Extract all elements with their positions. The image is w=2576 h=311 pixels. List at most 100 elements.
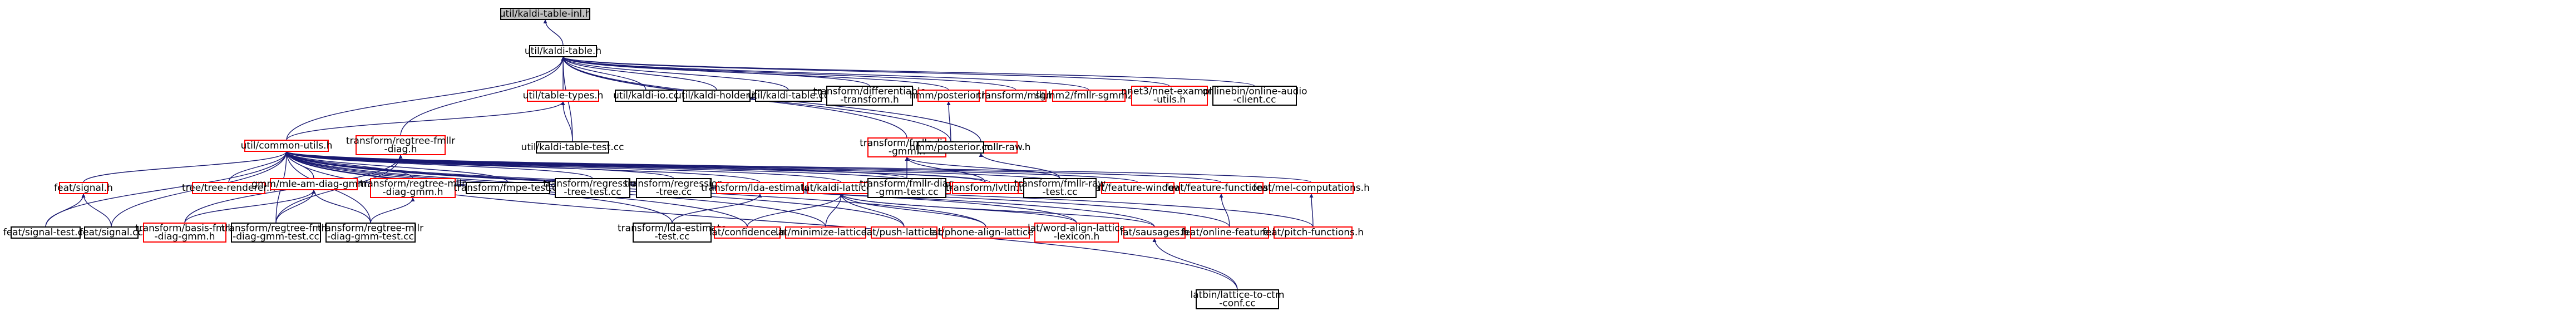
node-label: transform/regression: [624, 179, 723, 190]
node-label: util/kaldi-io.cc: [613, 90, 679, 101]
dependency-edge: [825, 193, 843, 228]
file-node-kio[interactable]: util/kaldi-io.cc: [613, 90, 679, 102]
node-box: [714, 226, 781, 239]
file-node-kt[interactable]: util/kaldi-table.h: [525, 45, 601, 57]
node-box: [1023, 178, 1097, 198]
node-label: lat/push-lattice.h: [864, 227, 944, 238]
file-node-regmllrtest[interactable]: transform/regtree-mllr-diag-gmm-test.cc: [318, 223, 423, 243]
file-node-posterior[interactable]: hmm/posterior.h: [910, 90, 988, 102]
file-node-pitch[interactable]: feat/pitch-functions.h: [1262, 226, 1364, 239]
dependency-edge: [284, 151, 593, 179]
file-node-sigcc[interactable]: feat/signal.cc: [80, 226, 143, 239]
node-box: [1123, 226, 1186, 239]
file-node-diffable[interactable]: transform/differentiable-transform.h: [813, 86, 926, 106]
node-box: [1212, 86, 1297, 106]
node-label: -client.cc: [1233, 95, 1276, 106]
file-node-online[interactable]: onlinebin/online-audio-client.cc: [1202, 86, 1307, 106]
dependency-edge: [284, 151, 842, 183]
node-box: [1196, 289, 1279, 309]
node-box: [536, 141, 609, 154]
file-node-latctm[interactable]: latbin/lattice-to-ctm-conf.cc: [1190, 289, 1285, 309]
node-box: [270, 178, 358, 190]
file-node-regtreecc[interactable]: transform/regression-tree.cc: [624, 178, 723, 198]
file-node-phonealign[interactable]: lat/phone-align-lattice.h: [929, 226, 1043, 239]
file-node-regfmllrtest[interactable]: transform/regtree-fmllr-diag-gmm-test.cc: [221, 223, 330, 243]
node-box: [942, 226, 1030, 239]
node-label: transform/regtree-fmllr: [346, 136, 455, 147]
file-node-ktcc[interactable]: util/kaldi-table.cc: [748, 90, 829, 102]
file-node-fsig[interactable]: feat/signal.h: [54, 182, 113, 194]
node-box: [871, 226, 937, 239]
node-label: hmm/posterior.h: [910, 90, 988, 101]
dependency-edge: [561, 56, 1255, 87]
file-node-onlinefeat[interactable]: feat/online-feature.h: [1181, 226, 1279, 239]
node-box: [370, 178, 456, 198]
file-node-mllt[interactable]: transform/mllt.h: [978, 90, 1054, 102]
file-node-ldaest[interactable]: transform/lda-estimate.h: [701, 182, 819, 194]
file-node-latlat[interactable]: lat/kaldi-lattice.h: [801, 182, 881, 194]
node-label: feat/online-feature.h: [1181, 227, 1279, 238]
node-box: [1034, 223, 1119, 243]
file-node-regmllr[interactable]: transform/regtree-mllr-diag-gmm.h: [360, 178, 466, 198]
file-node-fmllrrawcc[interactable]: transform/fmllr-raw-test.cc: [1014, 178, 1106, 198]
node-label: lat/confidence.h: [709, 227, 786, 238]
node-box: [826, 86, 913, 106]
file-node-regfmllr[interactable]: transform/regtree-fmllr-diag.h: [346, 135, 455, 155]
file-node-featwin[interactable]: feat/feature-window.h: [1086, 182, 1190, 194]
node-box: [636, 178, 712, 198]
node-label: -test.cc: [1043, 187, 1078, 198]
node-box: [985, 90, 1047, 102]
node-box: [1269, 182, 1354, 194]
file-node-fmpe[interactable]: transform/fmpe-test.cc: [453, 182, 562, 194]
node-label: feat/feature-functions.h: [1165, 182, 1277, 194]
node-box: [356, 135, 446, 155]
node-label: feat/feature-window.h: [1086, 182, 1190, 194]
file-node-wordalign[interactable]: lat/word-align-lattice-lexicon.h: [1028, 223, 1126, 243]
node-label: util/kaldi-table-test.cc: [521, 142, 624, 153]
node-label: -utils.h: [1153, 95, 1186, 106]
node-box: [1274, 226, 1353, 239]
node-label: util/common-utils.h: [241, 140, 333, 151]
file-node-minimize[interactable]: lat/minimize-lattice.h: [776, 226, 876, 239]
dependency-edge: [561, 56, 647, 91]
node-box: [244, 140, 329, 152]
dependency-edge: [284, 151, 986, 183]
node-box: [716, 182, 804, 194]
node-label: transform/regtree-mllr: [318, 223, 423, 234]
node-label: tree/tree-renderer.h: [182, 182, 275, 194]
node-label: feat/signal.h: [54, 182, 113, 194]
node-label: -gmm-test.cc: [876, 187, 939, 198]
file-node-sausages[interactable]: lat/sausages.h: [1120, 226, 1189, 239]
file-node-nnet3[interactable]: nnet3/nnet-example-utils.h: [1121, 86, 1218, 106]
file-node-lvtln[interactable]: transform/lvtln.h: [946, 182, 1025, 194]
node-label: util/kaldi-holder.h: [675, 90, 758, 101]
file-node-gmmmle[interactable]: gmm/mle-am-diag-gmm.h: [251, 178, 376, 190]
file-node-kholder[interactable]: util/kaldi-holder.h: [675, 90, 758, 102]
file-node-tabletypes[interactable]: util/table-types.h: [523, 90, 604, 102]
file-node-common[interactable]: util/common-utils.h: [241, 140, 333, 152]
dependency-edge: [905, 156, 986, 183]
file-node-featfunc[interactable]: feat/feature-functions.h: [1165, 182, 1277, 194]
node-label: transform/fmllr-raw: [1014, 179, 1106, 190]
file-node-ldaestcc[interactable]: transform/lda-estimate-test.cc: [618, 223, 727, 243]
node-box: [529, 45, 597, 57]
node-label: transform/mllt.h: [978, 90, 1054, 101]
dependency-edge: [839, 193, 1155, 228]
file-node-fmllrdiagcc[interactable]: transform/fmllr-diag-gmm-test.cc: [860, 178, 954, 198]
file-node-regtreetest[interactable]: transform/regression-tree-test.cc: [543, 178, 642, 198]
file-node-push[interactable]: lat/push-lattice.h: [864, 226, 944, 239]
file-node-melcomp[interactable]: feat/mel-computations.h: [1253, 182, 1370, 194]
file-node-confidence[interactable]: lat/confidence.h: [709, 226, 786, 239]
dependency-edge: [83, 151, 289, 183]
node-label: -test.cc: [655, 231, 690, 243]
file-node-kttest[interactable]: util/kaldi-table-test.cc: [521, 141, 624, 154]
dependency-edge: [561, 56, 1016, 91]
file-node-basisfmllr[interactable]: transform/basis-fmllr-diag-gmm.h: [135, 223, 234, 243]
file-node-tree[interactable]: tree/tree-renderer.h: [182, 182, 275, 194]
file-node-sigtest[interactable]: feat/signal-test.cc: [3, 226, 88, 239]
node-label: -transform.h: [840, 95, 899, 106]
file-node-postcc[interactable]: hmm/posterior.cc: [910, 141, 992, 154]
file-node-sgmm2[interactable]: sgmm2/fmllr-sgmm2.h: [1035, 90, 1143, 102]
dependency-edge: [747, 193, 843, 228]
